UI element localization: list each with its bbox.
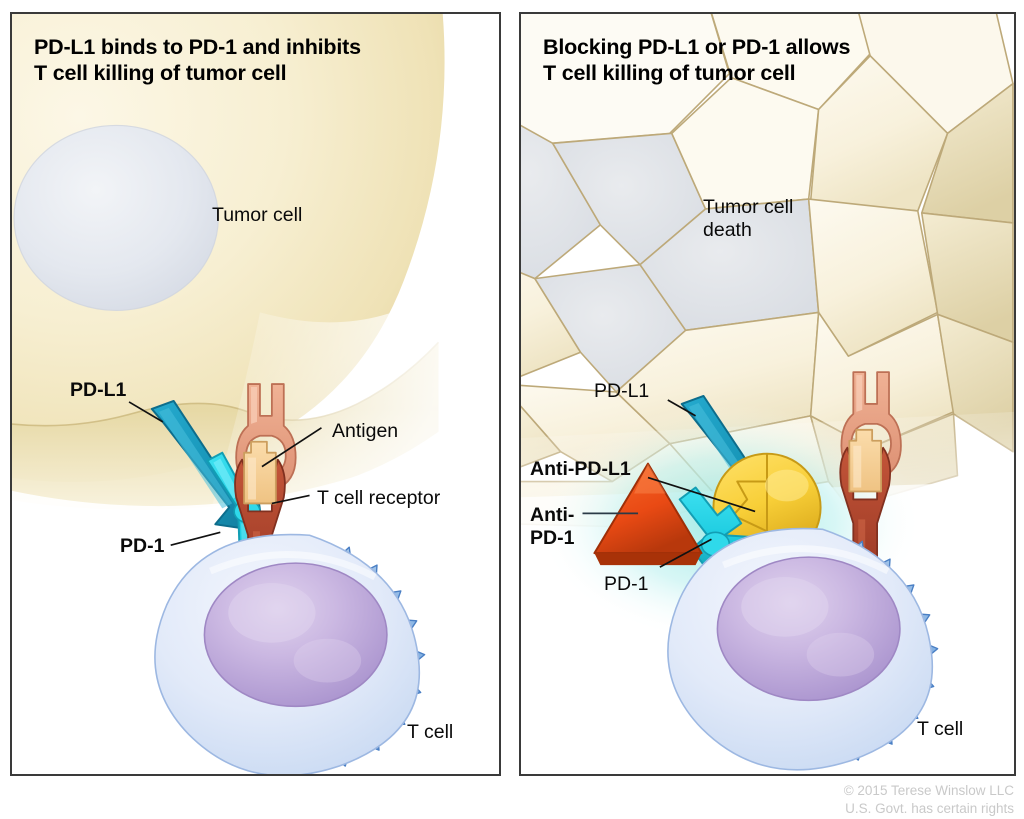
label-anti-pd-l1: Anti-PD-L1: [530, 458, 631, 480]
label-anti-pd-1: Anti- PD-1: [530, 504, 575, 550]
leader-lines-right: [582, 399, 756, 568]
panel-right: Blocking PD-L1 or PD-1 allows T cell kil…: [519, 12, 1016, 776]
tcr-antigen-complex-right: [839, 371, 902, 574]
copyright-notice: © 2015 Terese Winslow LLC U.S. Govt. has…: [843, 783, 1014, 816]
label-pd-1: PD-1: [120, 535, 165, 557]
label-antigen: Antigen: [332, 420, 399, 442]
label-pd-1: PD-1: [604, 573, 649, 595]
label-tumor-cell: Tumor cell: [212, 204, 303, 226]
label-t-cell: T cell: [407, 721, 454, 743]
panel-left-title: PD-L1 binds to PD-1 and inhibits T cell …: [34, 35, 361, 86]
t-cell-right: [667, 527, 939, 771]
panel-right-illustration: [521, 14, 1014, 771]
label-t-cell: T cell: [917, 718, 964, 740]
panel-right-title: Blocking PD-L1 or PD-1 allows T cell kil…: [543, 35, 851, 86]
label-pd-l1: PD-L1: [594, 380, 650, 402]
t-cell-left: [154, 533, 426, 774]
tcr-antigen-complex-left: [234, 383, 297, 586]
panel-left: PD-L1 binds to PD-1 and inhibits T cell …: [10, 12, 501, 776]
anti-pd-1-molecule: [593, 462, 703, 566]
tumor-cell-left: [12, 14, 449, 572]
label-tumor-cell-death: Tumor cell death: [703, 196, 794, 242]
label-pd-l1: PD-L1: [70, 379, 127, 401]
leader-lines-left: [128, 401, 322, 547]
panel-left-illustration: [12, 14, 449, 774]
label-t-cell-receptor: T cell receptor: [317, 487, 441, 509]
